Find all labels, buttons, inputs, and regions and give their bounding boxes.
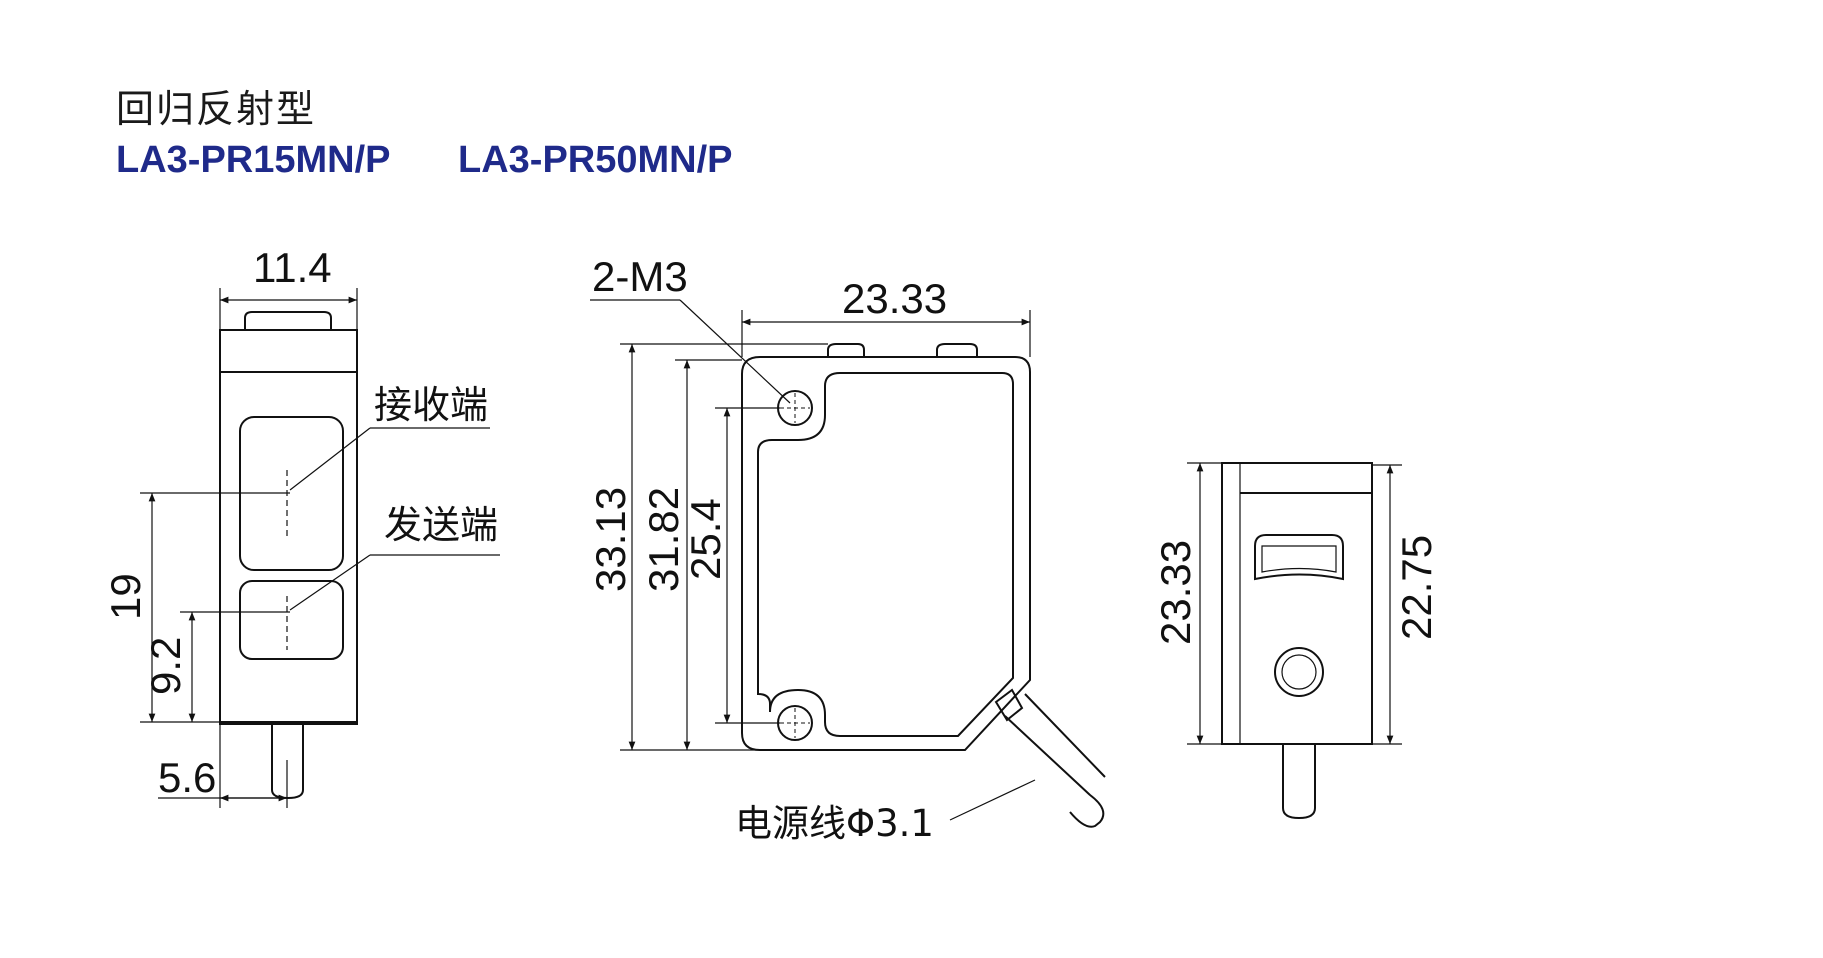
cable-label: 电源线Φ3.1 (735, 802, 934, 845)
front-center-dim: 9.2 (142, 637, 189, 695)
back-height-right: 22.75 (1393, 535, 1440, 640)
front-width-dim: 11.4 (253, 244, 332, 291)
side-body-inner (757, 372, 1014, 737)
front-view (219, 311, 358, 800)
mount-label: 2-M3 (592, 253, 688, 300)
side-view (741, 343, 1106, 828)
back-body (1221, 462, 1373, 745)
side-body-outer (741, 356, 1031, 751)
receiver-label: 接收端 (374, 383, 488, 427)
page-title: 回归反射型 (116, 87, 317, 131)
front-cable-dim: 5.6 (158, 754, 216, 801)
emitter-window (239, 580, 344, 660)
side-width-dim: 23.33 (842, 275, 947, 322)
side-height-dim-2: 31.82 (640, 487, 687, 592)
front-height-dim: 19 (102, 573, 149, 620)
model-number-1: LA3-PR15MN/P (116, 139, 391, 181)
back-indicator-window (1254, 534, 1344, 581)
model-number-2: LA3-PR50MN/P (458, 139, 733, 181)
front-body (219, 329, 358, 725)
front-top-cap (244, 311, 332, 330)
side-cable (994, 688, 1106, 828)
front-cable (271, 724, 304, 800)
back-cable (1282, 744, 1316, 820)
back-height-left: 23.33 (1152, 540, 1199, 645)
back-adjust-knob (1274, 647, 1324, 697)
side-height-dim-1: 33.13 (587, 487, 634, 592)
back-view (1221, 462, 1373, 820)
side-height-dim-3: 25.4 (682, 498, 729, 580)
emitter-label: 发送端 (384, 503, 498, 547)
